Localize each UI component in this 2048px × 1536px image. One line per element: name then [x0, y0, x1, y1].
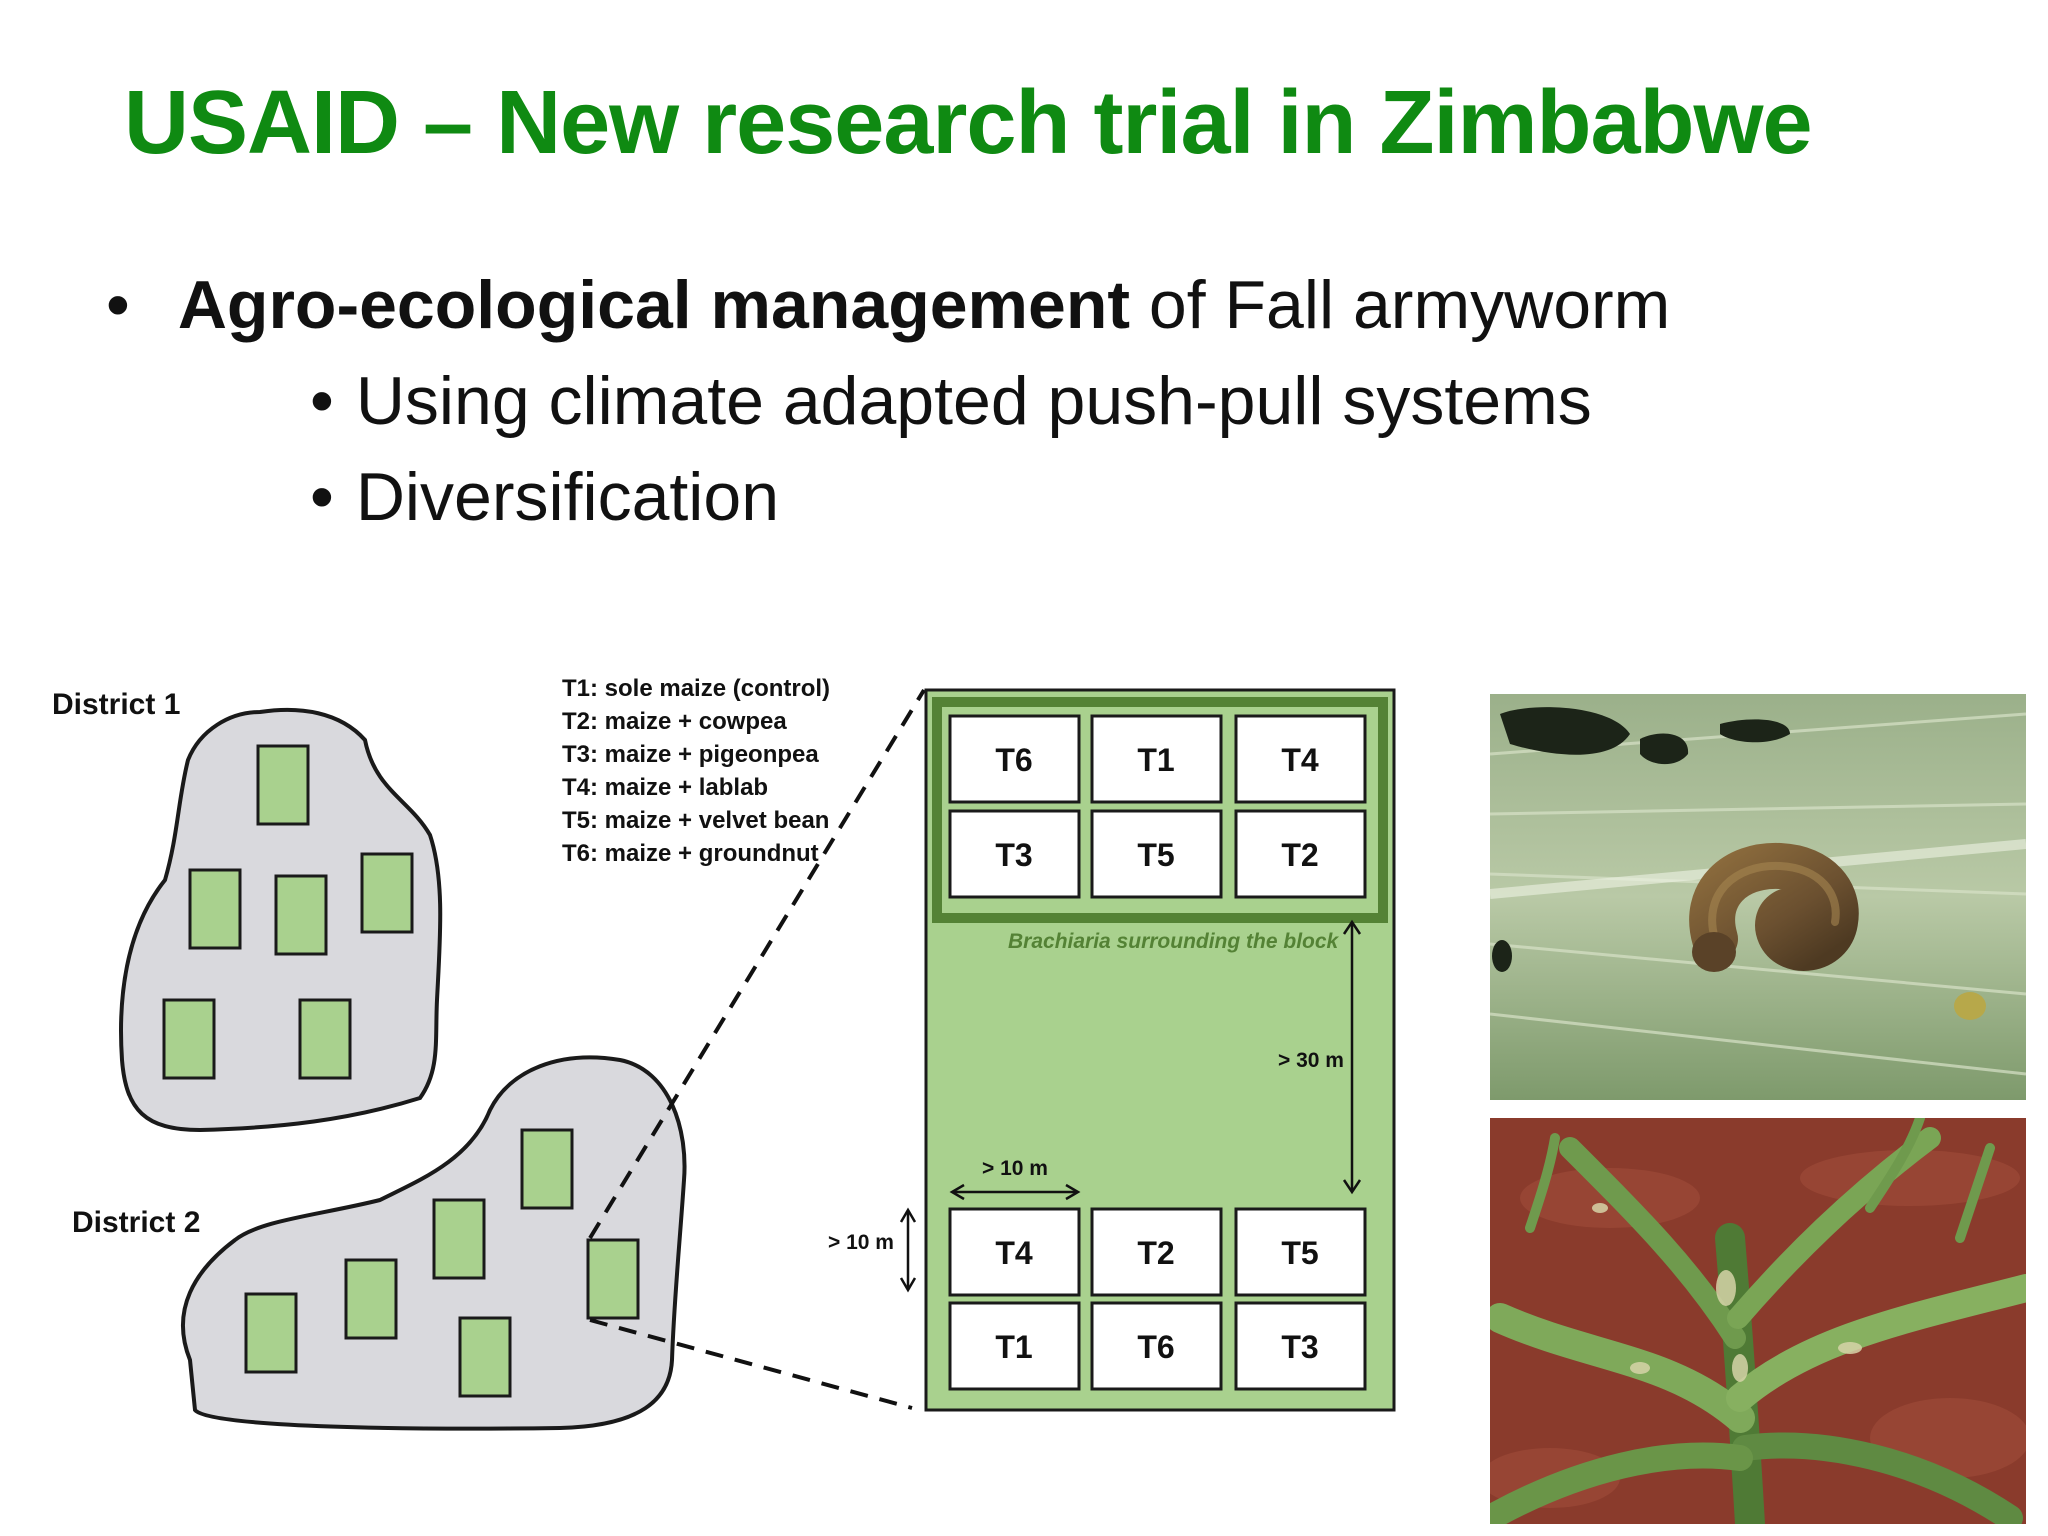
plot-label: T3	[995, 837, 1032, 873]
arrow-head-icon	[1342, 919, 1362, 935]
legend-item: T1: sole maize (control)	[562, 675, 830, 702]
plot-cell	[948, 1207, 1081, 1297]
distance-30m-label: > 30 m	[1278, 1049, 1344, 1072]
armyworm-larva-illustration	[1490, 694, 2026, 1100]
sub-bullet-diversification: • Diversification	[310, 458, 779, 536]
legend-item: T3: maize + pigeonpea	[562, 741, 819, 768]
arrow-head-icon	[1342, 1179, 1362, 1195]
sub-bullet-text: Using climate adapted push-pull systems	[355, 363, 1592, 439]
damaged-maize-illustration	[1490, 1118, 2026, 1524]
zoom-line-bottom	[589, 1318, 913, 1410]
plot-label: T4	[1281, 742, 1319, 778]
bullet-main-bold: Agro-ecological management	[177, 267, 1131, 343]
armyworm-larva-photo	[1490, 694, 2026, 1100]
plot-label: T6	[995, 742, 1032, 778]
plot-cell	[1234, 1207, 1367, 1297]
district-2-plot	[432, 1198, 486, 1280]
bullet-dot-icon: •	[310, 459, 334, 535]
plot-cell	[1090, 1301, 1223, 1391]
plot-cell	[948, 809, 1081, 899]
bullet-main: • Agro-ecological management of Fall army…	[106, 266, 1670, 344]
zoom-line-top	[588, 688, 926, 1240]
bullet-dot-icon: •	[310, 363, 334, 439]
plot-label: T5	[1281, 1235, 1318, 1271]
distance-10m-horizontal-label: > 10 m	[982, 1157, 1048, 1180]
treatment-legend: T1: sole maize (control) T2: maize + cow…	[562, 675, 830, 867]
district-2-plot	[244, 1292, 298, 1374]
plot-label: T1	[995, 1329, 1032, 1365]
plot-label: T5	[1137, 837, 1174, 873]
sub-bullet-text: Diversification	[355, 459, 780, 535]
plot-cell	[948, 1301, 1081, 1391]
slide-title: USAID – New research trial in Zimbabwe	[124, 73, 1813, 173]
district-2-plot	[344, 1258, 398, 1340]
sub-bullet-pushpull: • Using climate adapted push-pull systems	[310, 362, 1592, 440]
legend-item: T6: maize + groundnut	[562, 840, 819, 867]
plot-cell	[1234, 1301, 1367, 1391]
plot-cell	[1090, 714, 1223, 804]
arrow-head-icon	[1065, 1183, 1081, 1201]
plot-label: T2	[1281, 837, 1318, 873]
plot-cell	[1234, 714, 1367, 804]
district-1-plot	[256, 744, 310, 826]
district-2-plot	[586, 1238, 640, 1320]
arrow-head-icon	[899, 1207, 917, 1223]
district-1-plot	[162, 998, 216, 1080]
plot-label: T4	[995, 1235, 1033, 1271]
plot-cell	[1090, 1207, 1223, 1297]
district-1-plot	[298, 998, 352, 1080]
district-2-label: District 2	[72, 1206, 200, 1239]
arrow-head-icon	[899, 1277, 917, 1293]
district-2-plot	[458, 1316, 512, 1398]
plot-cell	[1090, 809, 1223, 899]
district-1-plot	[274, 874, 328, 956]
legend-item: T5: maize + velvet bean	[562, 807, 829, 834]
district-1-plot	[360, 852, 414, 934]
bullet-main-rest: of Fall armyworm	[1130, 267, 1671, 343]
damaged-maize-photo	[1490, 1118, 2026, 1524]
plot-label: T3	[1281, 1329, 1318, 1365]
arrow-head-icon	[949, 1183, 965, 1201]
legend-item: T4: maize + lablab	[562, 774, 768, 801]
plot-label: T6	[1137, 1329, 1174, 1365]
district-1-plot	[188, 868, 242, 950]
district-2-plot	[520, 1128, 574, 1210]
bullet-dot-icon: •	[106, 267, 130, 343]
brachiaria-label: Brachiaria surrounding the block	[1008, 930, 1340, 953]
plot-cell	[948, 714, 1081, 804]
plot-cell	[1234, 809, 1367, 899]
plot-label: T1	[1137, 742, 1174, 778]
legend-item: T2: maize + cowpea	[562, 708, 787, 735]
distance-10m-vertical-label: > 10 m	[828, 1231, 894, 1254]
district-1-label: District 1	[52, 688, 180, 721]
plot-label: T2	[1137, 1235, 1174, 1271]
